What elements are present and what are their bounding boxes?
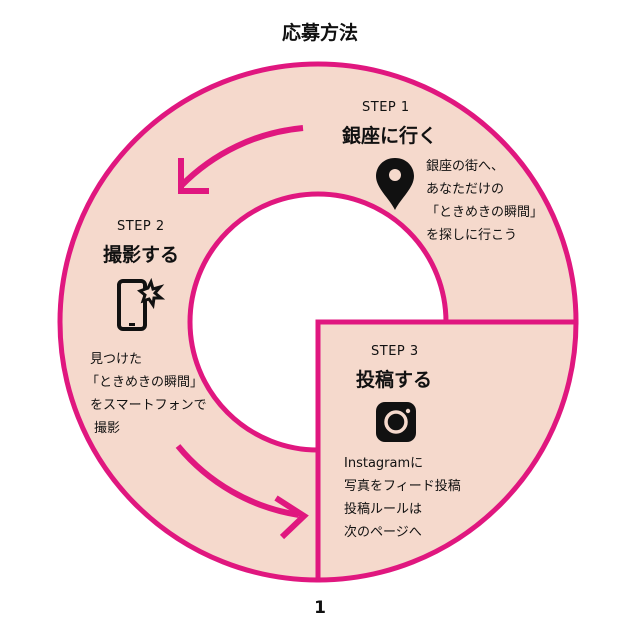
- step1-description-line: あなただけの: [426, 182, 505, 197]
- step1-description-line: 「ときめきの瞬間」: [426, 205, 544, 220]
- step3-description-line: 次のページへ: [344, 525, 422, 540]
- page-title: 応募方法: [281, 22, 358, 44]
- step1-description-line: を探しに行こう: [426, 228, 518, 243]
- step3-description-line: 写真をフィード投稿: [344, 479, 461, 494]
- step3-description-line: Instagramに: [344, 456, 424, 471]
- step2-title: 撮影する: [103, 244, 180, 266]
- arrow-step2-to-step3: [175, 444, 309, 540]
- instagram-icon: [376, 402, 416, 442]
- location-pin-icon: [376, 158, 414, 210]
- step1-description: 銀座の街へ、 あなただけの 「ときめきの瞬間」 を探しに行こう: [426, 155, 543, 247]
- smartphone-camera-icon: [117, 277, 166, 331]
- step2-description-line: 「ときめきの瞬間」: [86, 375, 204, 390]
- step3-description-line: 投稿ルールは: [344, 502, 423, 517]
- step3-title: 投稿する: [356, 369, 433, 391]
- step2-description-line: をスマートフォンで: [90, 398, 207, 413]
- step2-label: STEP 2: [117, 219, 165, 234]
- step2-description-line: 撮影: [94, 421, 121, 436]
- step2-description-line: 見つけた: [90, 352, 143, 367]
- step1-title: 銀座に行く: [342, 125, 438, 147]
- step1-label: STEP 1: [362, 100, 410, 115]
- step3-label: STEP 3: [371, 344, 419, 359]
- step3-quadrant: [315, 319, 579, 583]
- step3-description: Instagramに 写真をフィード投稿 投稿ルールは 次のページへ: [344, 452, 461, 544]
- arrow-step1-to-step2: [178, 125, 304, 194]
- page-number: 1: [314, 598, 326, 618]
- step2-description: 見つけた 「ときめきの瞬間」 をスマートフォンで 撮影: [86, 348, 207, 440]
- step1-description-line: 銀座の街へ、: [426, 159, 505, 174]
